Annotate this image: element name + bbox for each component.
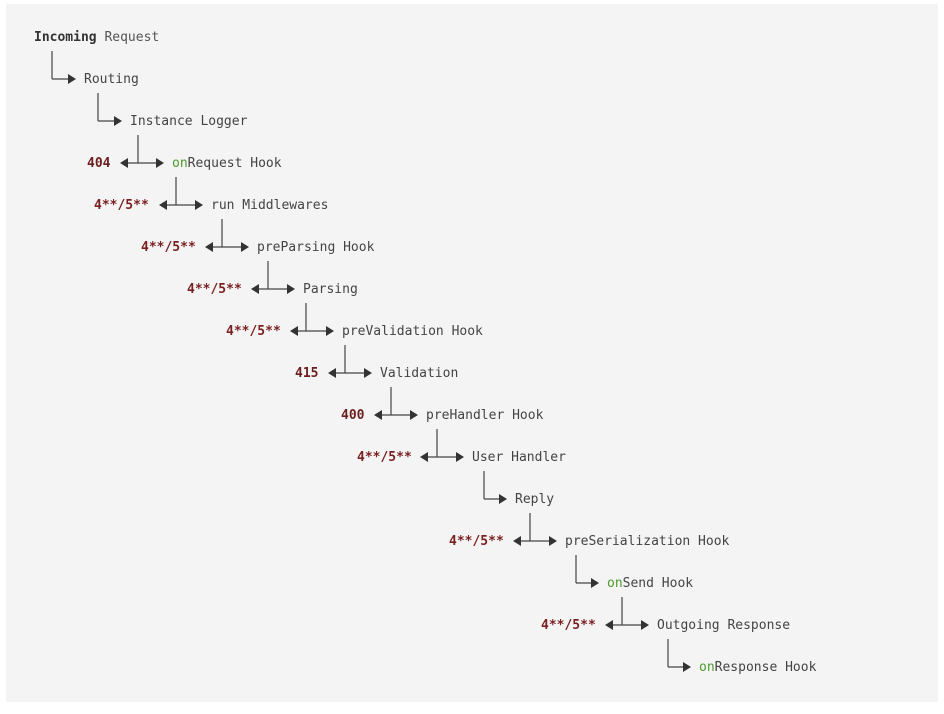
step-label-text: Instance Logger: [130, 114, 248, 129]
arrow-right-icon: [326, 326, 334, 336]
title-bold: Incoming: [34, 30, 97, 45]
step-label-text: Reply: [515, 492, 554, 507]
error-code-label: 4**/5**: [94, 198, 149, 213]
arrow-right-icon: [287, 284, 295, 294]
error-code-label: 4**/5**: [357, 450, 412, 465]
arrow-right-icon: [364, 368, 372, 378]
step-label-text: preParsing Hook: [257, 240, 375, 255]
step-13: onSend Hook: [575, 555, 693, 591]
arrow-right-icon: [549, 536, 557, 546]
arrow-right-icon: [591, 578, 599, 588]
step-label: Validation: [380, 366, 458, 381]
arrow-left-icon: [605, 620, 613, 630]
step-5: 4**/5** preParsing Hook: [141, 219, 375, 255]
step-label-prefix: on: [699, 660, 715, 675]
step-label: onRequest Hook: [172, 156, 282, 171]
step-6: 4**/5** Parsing: [187, 261, 358, 297]
step-label: preSerialization Hook: [565, 534, 730, 549]
step-label-text: preHandler Hook: [426, 408, 544, 423]
arrow-right-icon: [156, 158, 164, 168]
step-label-text: Response Hook: [715, 660, 817, 675]
arrow-left-icon: [205, 242, 213, 252]
arrow-right-icon: [68, 74, 76, 84]
arrow-left-icon: [374, 410, 382, 420]
step-label: Routing: [84, 72, 139, 87]
arrow-right-icon: [499, 494, 507, 504]
arrow-right-icon: [641, 620, 649, 630]
error-code-label: 4**/5**: [449, 534, 504, 549]
step-12: 4**/5** preSerialization Hook: [449, 513, 730, 549]
arrow-right-icon: [241, 242, 249, 252]
step-label-text: Send Hook: [623, 576, 694, 591]
step-8: 415 Validation: [295, 345, 458, 381]
title-rest: Request: [97, 30, 160, 45]
arrow-left-icon: [513, 536, 521, 546]
arrow-right-icon: [114, 116, 122, 126]
arrow-right-icon: [195, 200, 203, 210]
step-label-text: run Middlewares: [211, 198, 328, 213]
step-14: 4**/5** Outgoing Response: [541, 597, 790, 633]
step-label: Outgoing Response: [657, 618, 790, 633]
step-label-text: Parsing: [303, 282, 358, 297]
arrow-right-icon: [410, 410, 418, 420]
error-code-label: 415: [295, 366, 318, 381]
step-label-text: Routing: [84, 72, 139, 87]
step-2: Instance Logger: [97, 93, 248, 129]
arrow-left-icon: [328, 368, 336, 378]
step-label: User Handler: [472, 450, 566, 465]
step-label: run Middlewares: [211, 198, 328, 213]
error-code-label: 400: [341, 408, 365, 423]
step-label: Instance Logger: [130, 114, 248, 129]
step-3: 404 onRequest Hook: [87, 135, 282, 171]
arrow-right-icon: [456, 452, 464, 462]
step-label-text: Outgoing Response: [657, 618, 790, 633]
step-label: onResponse Hook: [699, 660, 817, 675]
step-label-text: preSerialization Hook: [565, 534, 730, 549]
arrow-left-icon: [420, 452, 428, 462]
arrow-left-icon: [159, 200, 167, 210]
step-label-text: Request Hook: [188, 156, 282, 171]
step-9: 400 preHandler Hook: [341, 387, 544, 423]
step-1: Routing: [51, 51, 139, 87]
step-10: 4**/5** User Handler: [357, 429, 566, 465]
step-label: preParsing Hook: [257, 240, 375, 255]
arrow-left-icon: [251, 284, 259, 294]
step-11: Reply: [483, 471, 554, 507]
step-label: Parsing: [303, 282, 358, 297]
step-label: Reply: [515, 492, 554, 507]
step-7: 4**/5** preValidation Hook: [226, 303, 483, 339]
error-code-label: 4**/5**: [187, 282, 242, 297]
step-label: preHandler Hook: [426, 408, 544, 423]
diagram-panel: [6, 4, 938, 702]
step-label-text: preValidation Hook: [342, 324, 483, 339]
step-4: 4**/5** run Middlewares: [94, 177, 328, 213]
step-label-prefix: on: [607, 576, 623, 591]
step-label: preValidation Hook: [342, 324, 483, 339]
error-code-label: 4**/5**: [226, 324, 281, 339]
error-code-label: 4**/5**: [141, 240, 196, 255]
step-label-text: Validation: [380, 366, 458, 381]
step-15: onResponse Hook: [667, 639, 817, 675]
diagram-title: Incoming Request: [34, 30, 159, 45]
arrow-left-icon: [290, 326, 298, 336]
arrow-right-icon: [683, 662, 691, 672]
error-code-label: 4**/5**: [541, 618, 596, 633]
step-label-prefix: on: [172, 156, 188, 171]
step-label-text: User Handler: [472, 450, 566, 465]
error-code-label: 404: [87, 156, 111, 171]
step-label: onSend Hook: [607, 576, 693, 591]
arrow-left-icon: [120, 158, 128, 168]
